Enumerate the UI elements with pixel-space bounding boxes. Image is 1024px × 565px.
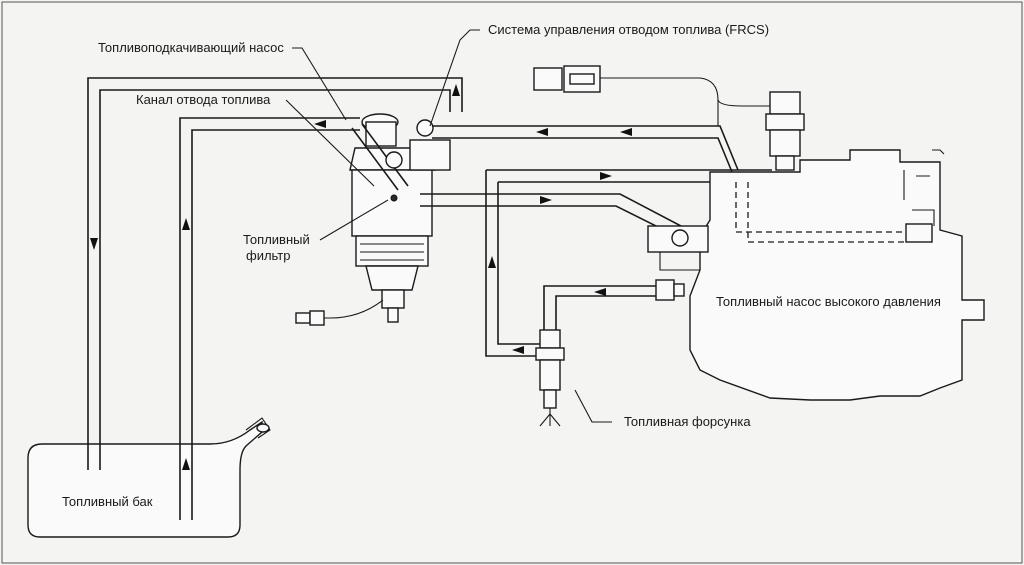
injector-line	[543, 279, 685, 330]
frcs-solenoid	[533, 65, 805, 171]
leaders	[285, 29, 612, 423]
arrow-right	[600, 172, 612, 180]
fuel-feed-pump	[351, 113, 409, 191]
arrow-left	[314, 120, 326, 128]
arrow-down	[90, 238, 98, 250]
arrow-right	[540, 196, 552, 204]
high-pressure-pump	[647, 149, 985, 401]
label-frcs: Система управления отводом топлива (FRCS…	[488, 22, 770, 37]
label-high-pressure-pump: Топливный насос высокого давления	[716, 294, 941, 309]
fuel-tank	[27, 417, 271, 538]
label-fuel-filter-2: фильтр	[246, 248, 291, 263]
internal-lines	[735, 182, 906, 243]
arrow-left	[536, 128, 548, 136]
arrow-up	[488, 256, 496, 268]
arrow-up	[182, 218, 190, 230]
arrow-up	[182, 458, 190, 470]
label-fuel-tank: Топливный бак	[62, 494, 153, 509]
frcs-valve	[385, 119, 451, 171]
label-fuel-feed-pump: Топливоподкачивающий насос	[98, 40, 284, 55]
tank-lines	[87, 77, 463, 520]
fuel-injector	[535, 329, 565, 427]
label-return-channel: Канал отвода топлива	[136, 92, 271, 107]
label-fuel-injector: Топливная форсунка	[624, 414, 751, 429]
arrow-left	[620, 128, 632, 136]
fuel-filter	[295, 147, 436, 326]
arrow-left	[512, 346, 524, 354]
label-fuel-filter-1: Топливный	[243, 232, 310, 247]
arrow-left	[594, 288, 606, 296]
arrow-up	[452, 84, 460, 96]
